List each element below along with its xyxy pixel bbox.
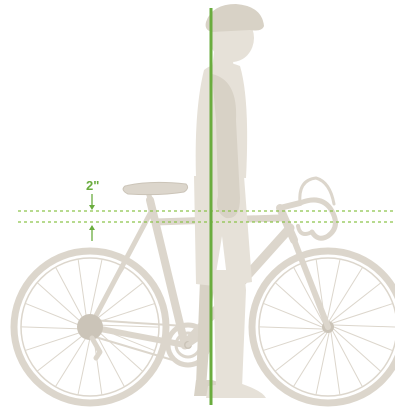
arrowhead-down [89,205,95,210]
spoke [22,327,84,329]
saddle [123,182,188,194]
spoke [329,268,362,321]
spoke [294,333,327,386]
spoke [260,327,322,329]
rider-front-leg [210,270,246,388]
spoke [334,325,395,327]
spoke [96,325,158,327]
clearance-label: 2" [86,178,99,193]
front-wheel [252,251,395,403]
spoke [78,333,91,394]
spoke [327,260,340,321]
spoke [334,327,392,350]
arrowhead-up [89,225,95,230]
spoke [316,333,329,394]
rider-helmet [206,4,264,32]
rear-derailleur [77,314,103,358]
spoke [38,283,84,325]
spoke [334,329,380,371]
spoke [56,333,89,386]
spoke [26,304,84,327]
spoke [264,304,322,327]
